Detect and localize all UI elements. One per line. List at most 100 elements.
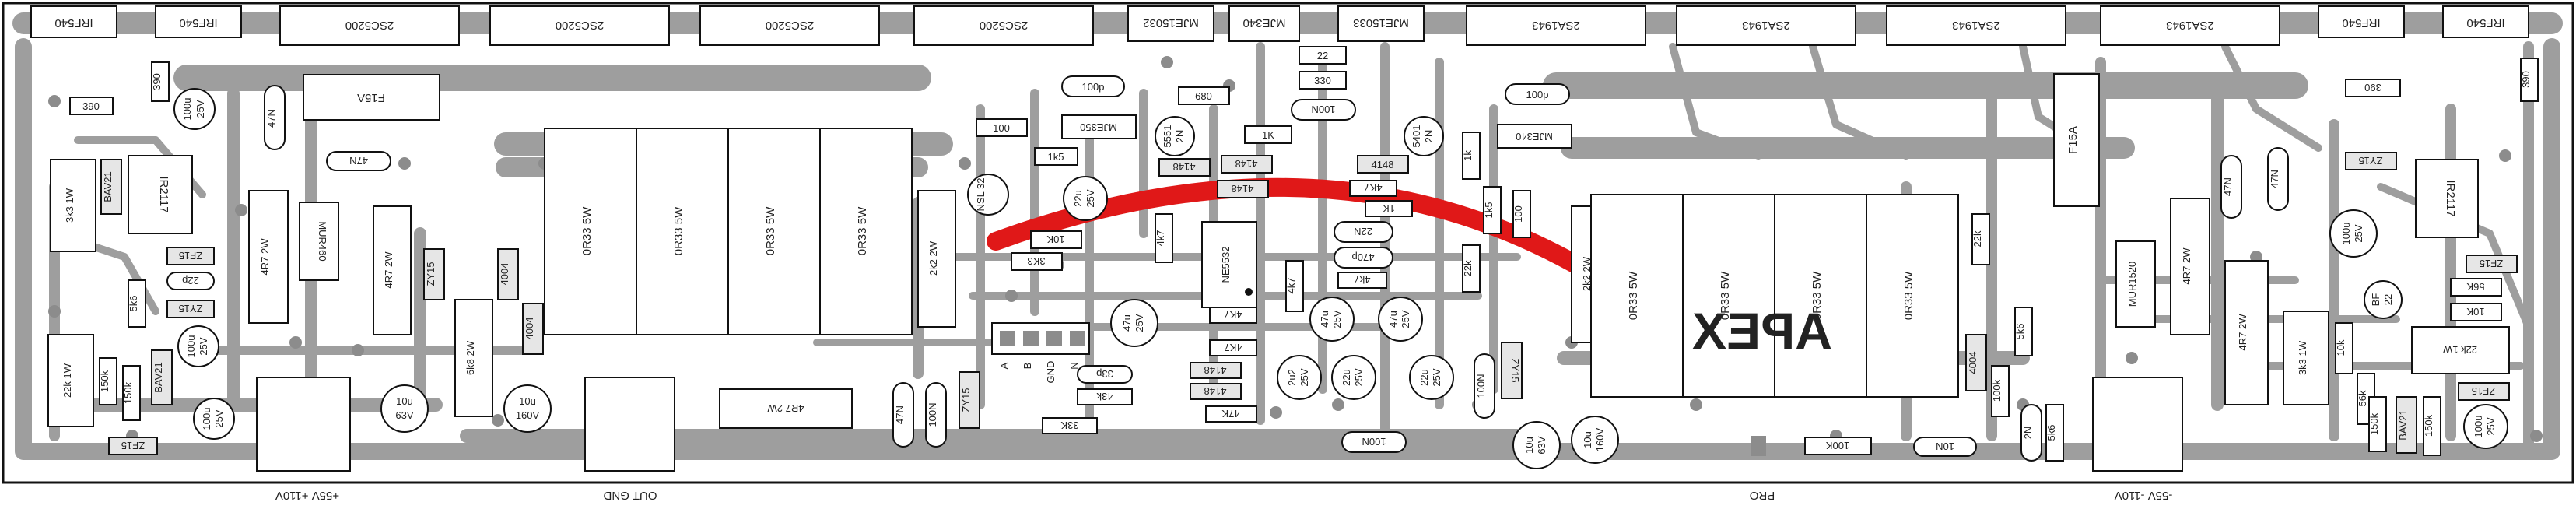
part-label: 100u	[181, 98, 193, 121]
part-label: 4004	[499, 263, 510, 286]
transistor-2sc5200-1: 2SC5200	[279, 5, 460, 46]
transistor-2sc5200-4: 2SC5200	[913, 5, 1094, 46]
part-label: MJE15032	[1143, 16, 1199, 30]
part-label: 100u	[2473, 416, 2484, 438]
terminal-out-gnd	[584, 377, 675, 472]
part-label: 1k	[1462, 150, 1474, 161]
terminal-right-rails	[2092, 377, 2183, 472]
label-out-gnd: OUT GND	[603, 489, 657, 502]
capacitor-47n-2: 47N	[326, 151, 391, 171]
zener-zf15-r: ZF15	[2466, 254, 2518, 273]
part-label: ZF15	[121, 440, 145, 451]
part-label: 22k	[1462, 260, 1474, 276]
transistor-mje15032: MJE15032	[1127, 5, 1214, 42]
part-label: 2N	[1174, 130, 1186, 143]
resistor-100: 100	[976, 118, 1028, 137]
part-label: 100K	[1825, 440, 1849, 451]
capacitor-33p: 33p	[1077, 365, 1133, 384]
part-label: 150k	[99, 370, 110, 392]
driver-section: 2k2 2W 100 100p MJE350 1k5 22 330 680	[892, 46, 1977, 469]
part-label: 4K7	[1364, 182, 1382, 194]
part-label: 4004	[1967, 352, 1978, 374]
part-label: 22	[2382, 294, 2394, 305]
capacitor-22p: 22p	[166, 272, 215, 290]
diode-4148-e: 4148	[1190, 362, 1242, 379]
emitter-resistors-left: 0R33 5W 0R33 5W 0R33 5W 0R33 5W	[544, 128, 913, 335]
diode-4148-a: 4148	[1158, 158, 1211, 177]
resistor-4r7-2w: 4R7 2W	[248, 190, 289, 324]
capacitor-47u-a: 47u 25V	[1110, 299, 1158, 347]
fuse-f15a: F15A	[303, 74, 440, 121]
capacitor-100n-4: 100N	[1474, 353, 1495, 419]
part-label: 10K	[1046, 233, 1064, 245]
resistor-100k-r: 100k	[1991, 365, 2010, 417]
part-label: 25V	[198, 337, 209, 355]
resistor-4k7-d: 4K7	[1209, 339, 1257, 356]
resistor-22k-1w-r: 22k 1W	[2411, 326, 2510, 374]
part-label: 4R7 2W	[259, 238, 271, 276]
capacitor-100p-2: 100p	[1505, 83, 1570, 105]
part-label: 3k3 1W	[64, 188, 75, 223]
part-label: 390	[151, 73, 163, 90]
zener-zy15-c: ZY15	[959, 371, 980, 429]
capacitor-10n: 10N	[1913, 437, 1977, 457]
zener-zf15-b: ZF15	[108, 437, 158, 455]
part-label: 4R7 2W	[2181, 247, 2192, 285]
part-label: 4004	[524, 318, 535, 340]
resistor-22k: 22k	[1462, 244, 1481, 293]
part-label: 10u	[396, 395, 413, 407]
diode-4148-c: 4148	[1217, 180, 1269, 198]
part-label: 47u	[1121, 314, 1133, 332]
svg-text:APEX: APEX	[1692, 302, 1832, 360]
part-label: 0R33 5W	[1627, 271, 1640, 320]
part-label: 3k3 1W	[2297, 340, 2308, 375]
part-label: 2SC5200	[980, 19, 1029, 32]
part-label: 100u	[201, 408, 212, 430]
resistor-150k-b: 150k	[122, 365, 141, 421]
transistor-mje350: MJE350	[1061, 114, 1137, 139]
part-label: ZY15	[425, 262, 436, 286]
part-label: 10k	[2335, 339, 2346, 356]
part-label: ZY15	[178, 303, 202, 314]
part-label: 2SA1943	[2166, 19, 2214, 32]
part-label: 1K	[1262, 129, 1274, 141]
capacitor-47u-b: 47u 25V	[1309, 297, 1355, 342]
resistor-1k: 1K	[1244, 125, 1292, 144]
part-label: ZF15	[2472, 385, 2495, 397]
part-label: 4k7	[1355, 274, 1371, 286]
part-label: 160V	[1594, 427, 1606, 451]
part-label: MUR460	[317, 221, 328, 261]
diode-4004-b: 4004	[522, 303, 544, 355]
resistor-680: 680	[1178, 86, 1230, 105]
capacitor-100p: 100p	[1061, 75, 1125, 97]
part-label: ZY15	[960, 388, 972, 412]
part-label: 1k5	[1048, 151, 1064, 163]
resistor-56k-r-b: 56k	[2357, 373, 2375, 425]
part-label: 10N	[1936, 441, 1954, 452]
ic-ir2117-r: IR2117	[2415, 159, 2479, 238]
resistor-10k-r: 10K	[2450, 303, 2502, 321]
test-pad	[1751, 436, 1766, 456]
transistor-2sc5200-3: 2SC5200	[699, 5, 880, 46]
part-label: 680	[1195, 90, 1212, 102]
part-label: 25V	[213, 409, 225, 427]
part-label: 5401	[1411, 125, 1422, 148]
resistor-2k2-2w: 2k2 2W	[917, 190, 956, 328]
part-label: 10u	[1523, 437, 1535, 454]
resistor-330: 330	[1299, 71, 1347, 90]
resistor-10k: 10K	[1030, 230, 1082, 249]
part-label: 47N	[894, 405, 906, 424]
capacitor-47n-r: 47N	[2220, 155, 2242, 219]
part-label: 100	[1512, 205, 1524, 223]
resistor-4r7-2w-r: 4R7 2W	[2170, 198, 2210, 335]
part-label: 2N	[1423, 130, 1435, 143]
part-label: 100k	[1991, 379, 2003, 402]
part-label: 0R33 5W	[1719, 271, 1732, 320]
resistor-150k: 150k	[99, 357, 117, 405]
part-label: 4148	[1204, 364, 1227, 376]
part-label: 22k 1W	[61, 363, 73, 398]
top-transistor-row: IRF540 IRF540 2SC5200 2SC5200 2SC5200 2S…	[30, 5, 2529, 46]
part-label: 5k6	[2045, 425, 2057, 441]
diode-bav21-b: BAV21	[151, 349, 173, 405]
part-label: 0R33 5W	[1810, 271, 1824, 320]
